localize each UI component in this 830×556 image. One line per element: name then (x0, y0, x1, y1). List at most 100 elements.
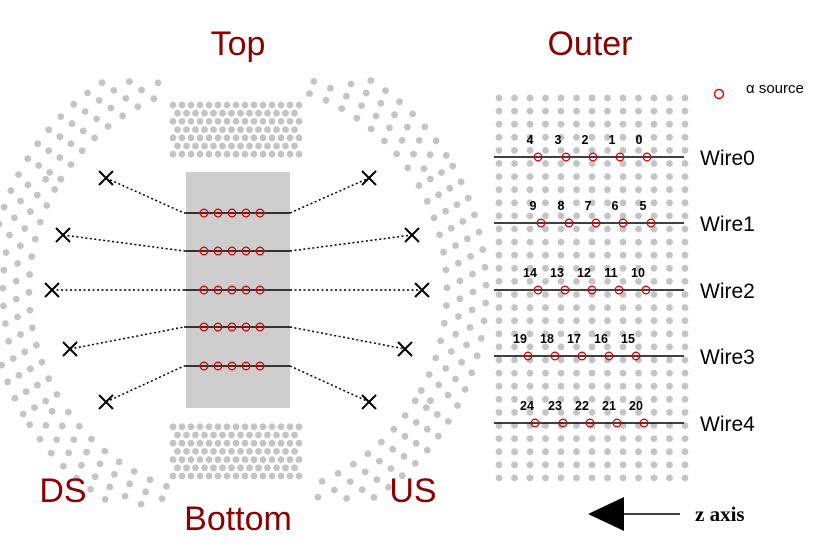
background-dot (620, 173, 627, 180)
background-dot (206, 134, 213, 141)
background-dot (260, 423, 267, 430)
background-dot (445, 418, 452, 425)
background-dot (197, 473, 204, 480)
background-dot (233, 456, 240, 463)
background-dot (251, 102, 258, 109)
background-dot (215, 134, 222, 141)
background-dot (573, 370, 580, 377)
background-dot (589, 461, 596, 468)
source-number: 18 (540, 332, 554, 346)
background-dot (542, 475, 549, 482)
background-dot (682, 291, 689, 298)
background-dot (264, 464, 271, 471)
source-number: 5 (640, 199, 647, 213)
background-dot (682, 199, 689, 206)
background-dot (620, 383, 627, 390)
background-dot (471, 212, 478, 219)
background-dot (459, 218, 466, 225)
background-dot (496, 278, 503, 285)
background-dot (287, 473, 294, 480)
background-dot (558, 108, 565, 115)
source-number: 21 (602, 399, 616, 413)
background-dot (159, 495, 166, 502)
background-dot (170, 440, 177, 447)
background-dot (573, 173, 580, 180)
background-dot (287, 118, 294, 125)
background-dot (42, 398, 49, 405)
background-dot (496, 265, 503, 272)
background-dot (589, 95, 596, 102)
background-dot (511, 461, 518, 468)
background-dot (542, 357, 549, 364)
background-dot (468, 369, 475, 376)
background-dot (323, 97, 330, 104)
background-dot (573, 475, 580, 482)
background-dot (192, 432, 199, 439)
background-dot (12, 395, 19, 402)
dotted-connector-left (70, 327, 184, 349)
background-dot (399, 137, 406, 144)
background-dot (666, 304, 673, 311)
background-dot (511, 435, 518, 442)
background-dot (527, 304, 534, 311)
background-dot (233, 473, 240, 480)
background-dot (604, 186, 611, 193)
background-dot (192, 110, 199, 117)
background-dot (542, 383, 549, 390)
background-dot (604, 461, 611, 468)
background-dot (604, 121, 611, 128)
background-dot (511, 199, 518, 206)
background-dot (282, 448, 289, 455)
background-dot (188, 456, 195, 463)
background-dot (481, 317, 488, 324)
background-dot (296, 134, 303, 141)
source-number: 17 (567, 332, 581, 346)
background-dot (620, 304, 627, 311)
background-dot (573, 186, 580, 193)
source-number: 23 (548, 399, 562, 413)
background-dot (269, 473, 276, 480)
background-dot (260, 102, 267, 109)
background-dot (102, 496, 109, 503)
background-dot (511, 409, 518, 416)
background-dot (456, 278, 463, 285)
background-dot (43, 422, 50, 429)
background-dot (260, 440, 267, 447)
background-dot (287, 456, 294, 463)
background-dot (421, 124, 428, 131)
background-dot (558, 121, 565, 128)
background-dot (251, 440, 258, 447)
background-dot (666, 383, 673, 390)
background-dot (201, 110, 208, 117)
source-number: 9 (530, 199, 537, 213)
background-dot (604, 317, 611, 324)
background-dot (374, 476, 381, 483)
background-dot (620, 435, 627, 442)
background-dot (443, 302, 450, 309)
background-dot (452, 376, 459, 383)
source-number: 13 (550, 266, 564, 280)
background-dot (416, 182, 423, 189)
background-dot (682, 173, 689, 180)
background-dot (228, 110, 235, 117)
background-dot (589, 252, 596, 259)
background-dot (291, 432, 298, 439)
background-dot (381, 138, 388, 145)
background-dot (43, 202, 50, 209)
background-dot (163, 483, 170, 490)
background-dot (604, 173, 611, 180)
background-dot (558, 95, 565, 102)
background-dot (682, 239, 689, 246)
background-dot (558, 383, 565, 390)
background-dot (666, 448, 673, 455)
background-dot (264, 126, 271, 133)
background-dot (511, 95, 518, 102)
background-dot (255, 432, 262, 439)
background-dot (424, 198, 431, 205)
background-dot (206, 102, 213, 109)
background-dot (542, 108, 549, 115)
background-dot (423, 404, 430, 411)
background-dot (0, 221, 2, 228)
background-dot (666, 344, 673, 351)
